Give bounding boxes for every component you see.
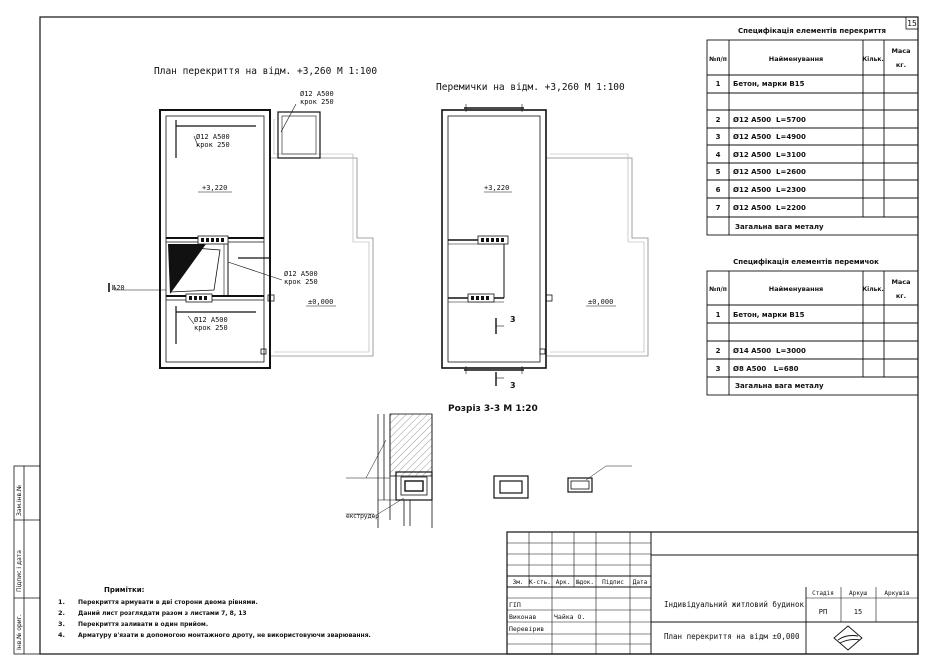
- strip-label-original: Інв.№ ориг.: [16, 614, 23, 650]
- note-1-text: Перекриття армувати в дві сторони двома …: [78, 599, 258, 606]
- tb-role-author: Виконав: [509, 613, 536, 621]
- tb-sheets-label: Аркушів: [884, 590, 909, 597]
- sheet-number: 15: [907, 19, 917, 28]
- spec-slab-row-6-num: 6: [716, 186, 721, 194]
- plan-lintel-title: Перемички на відм. +3,260 М 1:100: [436, 82, 625, 93]
- callout-mid-line2: крок 250: [284, 278, 318, 286]
- tb-stage: РП: [819, 608, 827, 616]
- spec-slab-row-2-name: Ø12 А500 L=5700: [733, 116, 806, 124]
- spec-slab-row-7-name: Ø12 А500 L=2200: [733, 204, 806, 212]
- section-mark-upper: 3: [510, 315, 516, 324]
- tb-drawing-title: План перекриття на відм ±0,000: [664, 632, 800, 641]
- tb-sheet-label: Аркуш: [849, 590, 867, 597]
- rebar-pattern-icon: [189, 237, 226, 300]
- spec-slab-row-7-num: 7: [716, 204, 721, 212]
- plan-slab-level-upper: +3,220: [202, 184, 227, 192]
- spec-lintel-row-2-name: Ø14 А500 L=3000: [733, 347, 806, 355]
- section-mark-lower: 3: [510, 381, 516, 390]
- plan-slab-level-ground: ±0,000: [308, 298, 333, 306]
- note-3-num: 3.: [58, 620, 65, 628]
- spec-lintel-header-num: №п/п: [709, 286, 727, 293]
- plan-slab-tag: №20: [111, 284, 125, 292]
- company-logo-icon: [833, 625, 863, 651]
- tb-author-name: Чайка О.: [554, 613, 585, 621]
- section-drawing: [346, 413, 632, 528]
- tb-col-sheet: Арк.: [556, 579, 570, 586]
- spec-slab-header-qty: Кільк.: [862, 56, 884, 63]
- section-title: Розріз 3-3 М 1:20: [448, 403, 538, 414]
- tb-project: Індивідуальний житловий будинок: [664, 600, 804, 609]
- callout-top-line2: крок 250: [300, 98, 334, 106]
- tb-col-signature: Підпис: [602, 579, 624, 586]
- spec-slab-row-5-num: 5: [716, 168, 721, 176]
- tb-col-count: К-сть.: [529, 579, 551, 586]
- plan-slab-title: План перекриття на відм. +3,260 М 1:100: [154, 66, 377, 77]
- spec-lintel-total: Загальна вага металу: [735, 382, 824, 390]
- strip-label-signature: Підпис і дата: [16, 550, 23, 592]
- callout-upper-line1: Ø12 А500: [196, 133, 230, 141]
- spec-slab-title: Специфікація елементів перекриття: [738, 27, 886, 35]
- tb-stage-label: Стадія: [812, 590, 834, 597]
- spec-slab-total: Загальна вага металу: [735, 223, 824, 231]
- spec-slab-table: [706, 39, 919, 236]
- spec-slab-row-6-name: Ø12 А500 L=2300: [733, 186, 806, 194]
- spec-lintel-row-1-num: 1: [716, 311, 721, 319]
- tb-col-date: Дата: [633, 579, 648, 586]
- note-2-text: Даний лист розглядати разом з листами 7,…: [78, 610, 247, 617]
- spec-lintel-row-1-name: Бетон, марки В15: [733, 311, 805, 319]
- plan-lintel-level-ground: ±0,000: [588, 298, 613, 306]
- callout-upper-line2: крок 250: [196, 141, 230, 149]
- tb-role-checker: Перевірив: [509, 625, 544, 633]
- callout-top-line1: Ø12 А500: [300, 90, 334, 98]
- spec-slab-row-4-name: Ø12 А500 L=3100: [733, 151, 806, 159]
- title-block: [506, 531, 919, 655]
- tb-col-change: Зм.: [513, 579, 524, 586]
- section-label: екструдер: [346, 513, 379, 520]
- note-2-num: 2.: [58, 609, 65, 617]
- notes-title: Примітки:: [104, 586, 145, 594]
- note-1-num: 1.: [58, 598, 65, 606]
- callout-lower-line1: Ø12 А500: [194, 316, 228, 324]
- note-3-text: Перекриття заливати в один прийом.: [78, 621, 208, 628]
- strip-label-replaced: Зам.інв.№: [16, 485, 23, 516]
- spec-lintel-table: [706, 270, 919, 396]
- note-4-text: Арматуру в'язати в допомогою монтажного …: [78, 632, 371, 639]
- spec-lintel-row-2-num: 2: [716, 347, 721, 355]
- spec-slab-row-3-num: 3: [716, 133, 721, 141]
- spec-lintel-header-qty: Кільк.: [862, 286, 884, 293]
- spec-lintel-row-3-num: 3: [716, 365, 721, 373]
- callout-mid-line1: Ø12 А500: [284, 270, 318, 278]
- spec-slab-header-name: Найменування: [769, 55, 824, 63]
- spec-lintel-row-3-name: Ø8 А500 L=680: [733, 365, 799, 373]
- note-4-num: 4.: [58, 631, 65, 639]
- spec-slab-row-3-name: Ø12 А500 L=4900: [733, 133, 806, 141]
- spec-slab-row-5-name: Ø12 А500 L=2600: [733, 168, 806, 176]
- tb-sheet: 15: [854, 608, 862, 616]
- spec-slab-row-1-num: 1: [716, 80, 721, 88]
- spec-slab-header-num: №п/п: [709, 56, 727, 63]
- tb-col-doc: №док.: [576, 579, 594, 586]
- callout-lower-line2: крок 250: [194, 324, 228, 332]
- rebar-pattern-icon: [471, 238, 504, 300]
- spec-slab-row-1-name: Бетон, марки В15: [733, 80, 805, 88]
- spec-lintel-title: Специфікація елементів перемичок: [733, 258, 879, 266]
- left-strip: [13, 465, 41, 655]
- sheet-number-box: [905, 16, 919, 30]
- plan-lintel-level-upper: +3,220: [484, 184, 509, 192]
- spec-slab-row-4-num: 4: [716, 151, 721, 159]
- plan-slab-drawing: [108, 103, 374, 369]
- tb-role-gip: ГІП: [509, 601, 521, 609]
- spec-lintel-header-name: Найменування: [769, 285, 824, 293]
- spec-slab-row-2-num: 2: [716, 116, 721, 124]
